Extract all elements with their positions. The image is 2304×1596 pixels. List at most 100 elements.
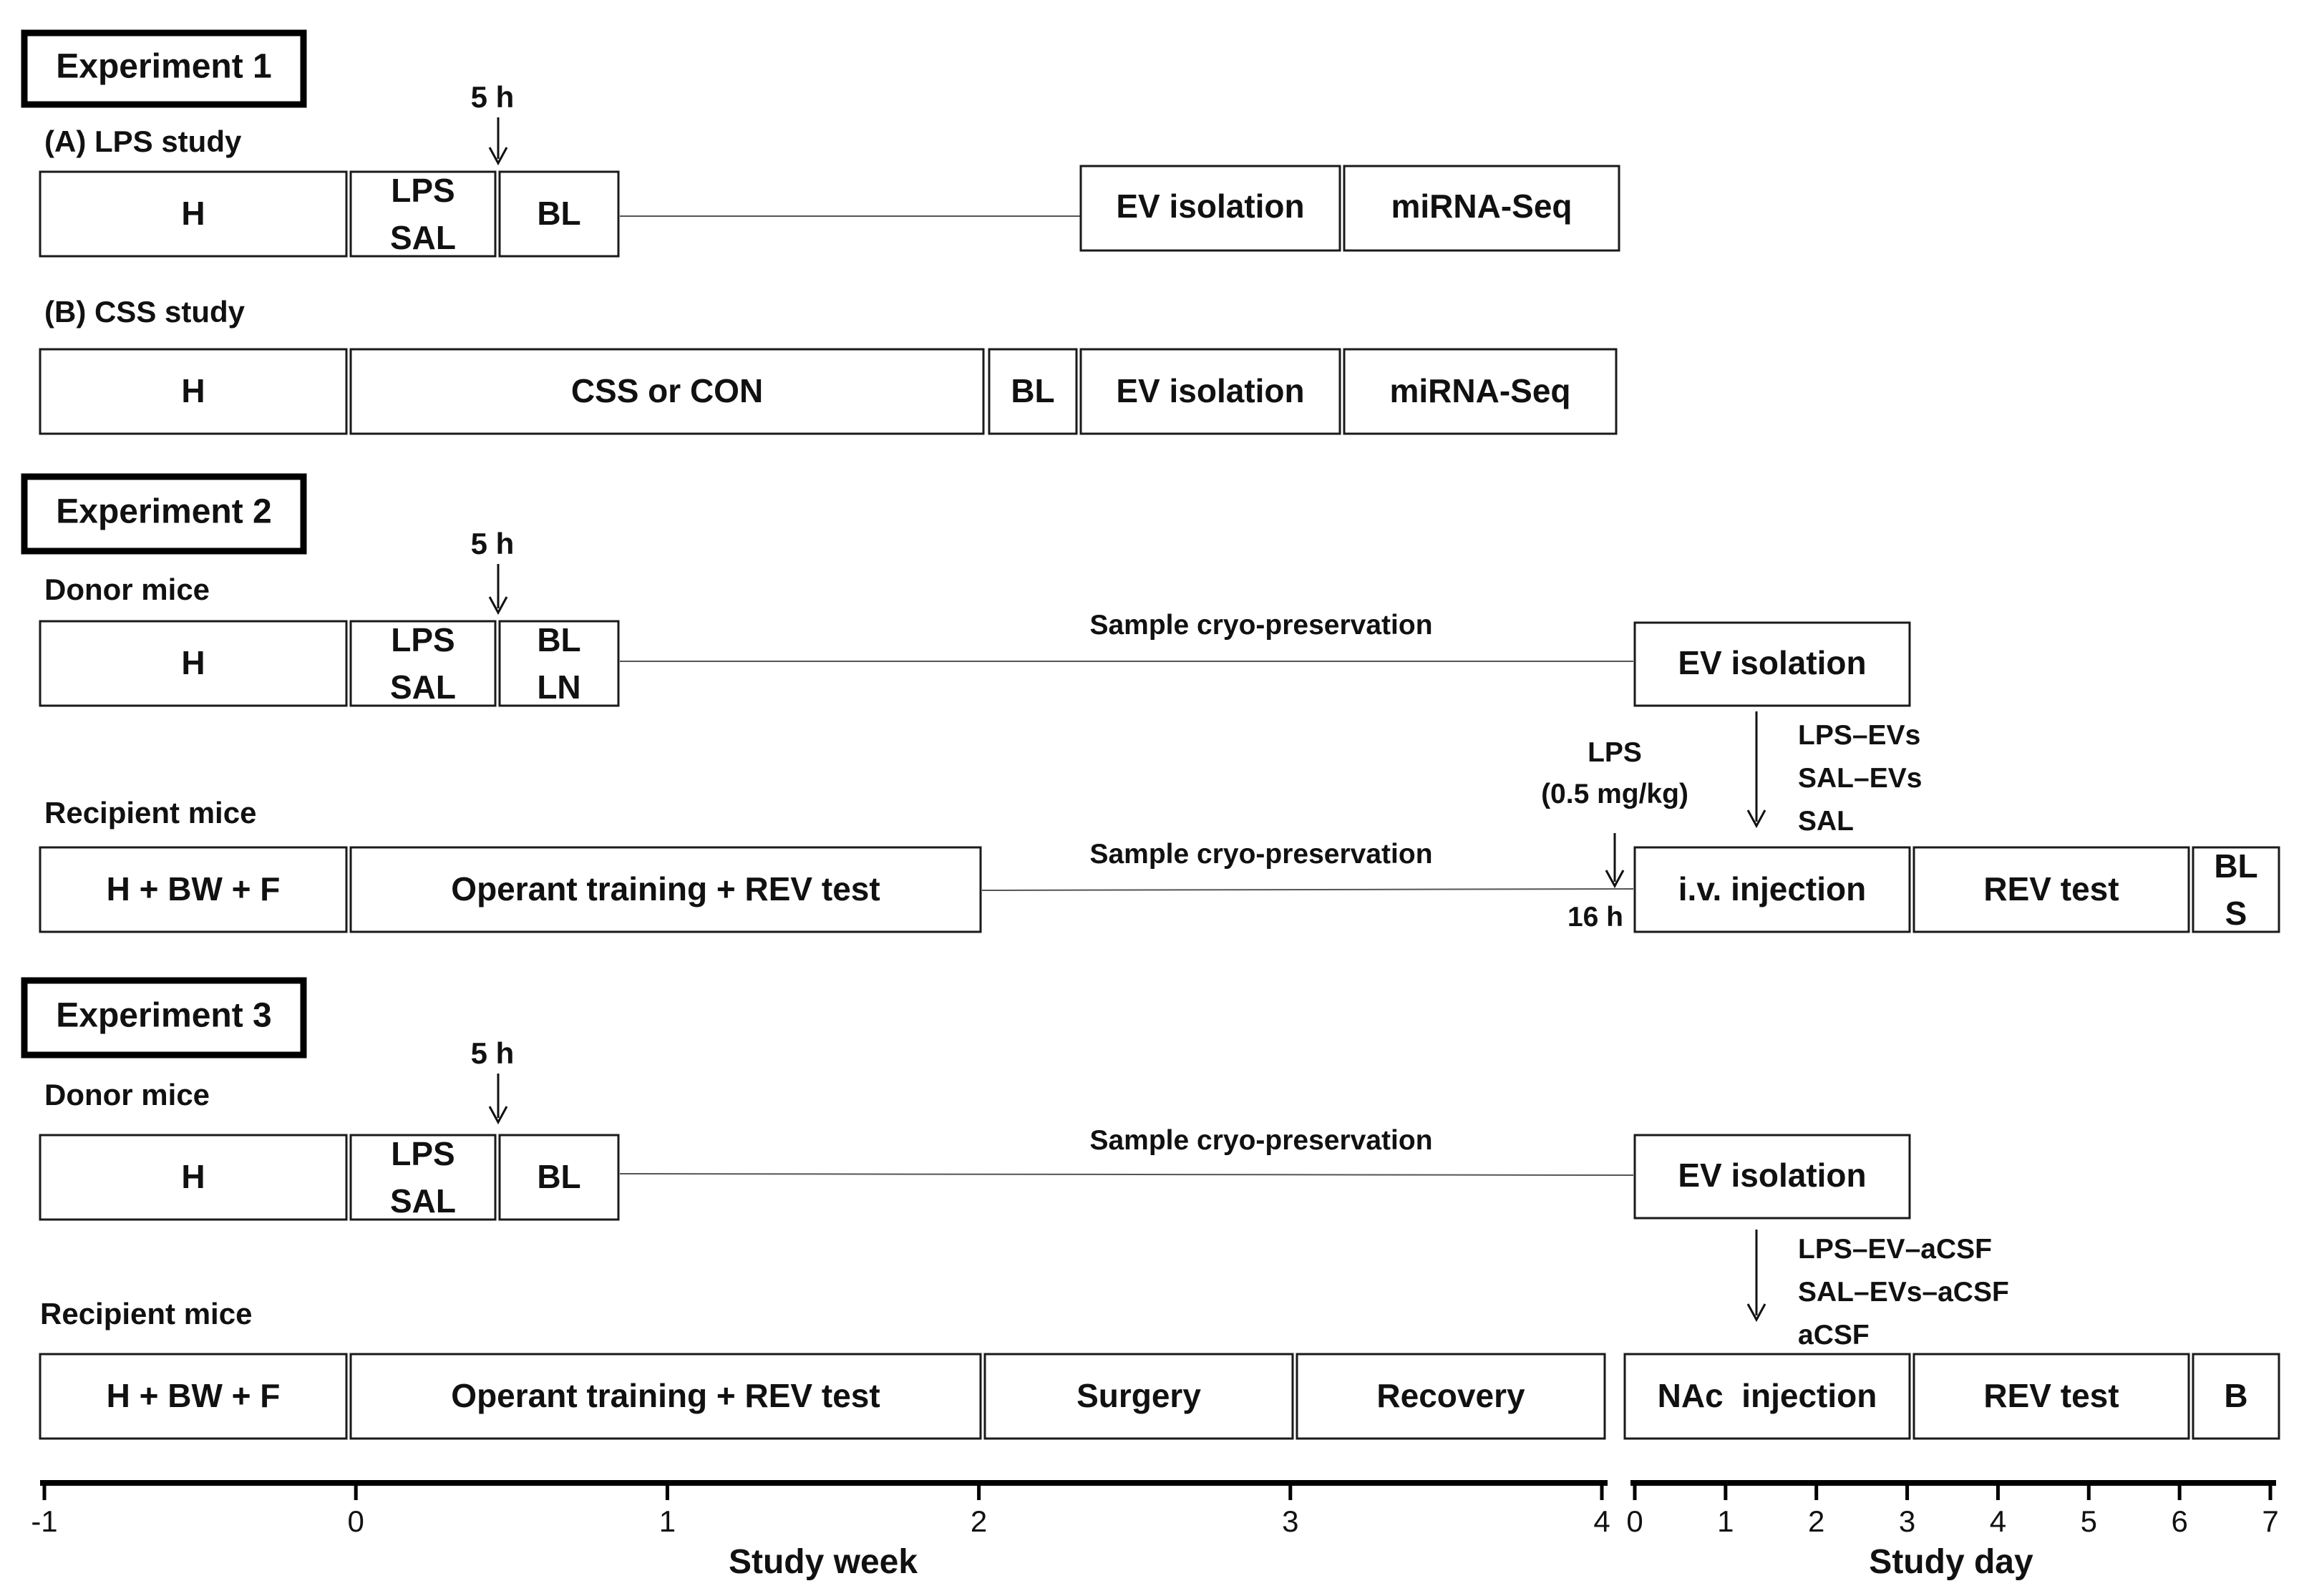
study-week-tick-label: -1 [31, 1504, 57, 1538]
exp3-donor-lps: LPS [391, 1135, 455, 1172]
exp3-recipient-h-bw-f: H + BW + F [107, 1377, 281, 1414]
exp3-transfer-label-3: aCSF [1798, 1320, 1870, 1351]
exp3-recipient-label: Recipient mice [40, 1297, 252, 1330]
lps-study-mirna-seq-box [1343, 165, 1620, 252]
experiment-3: Experiment 3 5 h Donor mice H LPS SAL BL… [21, 977, 2280, 1440]
exp2-donor-5h-label: 5 h [471, 527, 515, 560]
css-study-css-or-con-box [349, 348, 985, 435]
study-week-tick-label: 0 [348, 1504, 364, 1538]
exp3-donor-h-box [39, 1134, 348, 1221]
exp3-donor-row: H LPS SAL BL Sample cryo-preservation EV… [39, 1125, 1911, 1221]
exp2-donor-treatment-box [349, 620, 497, 707]
study-day-tick-label: 5 [2081, 1504, 2097, 1538]
exp3-donor-5h-arrowhead [488, 1106, 508, 1125]
exp2-recipient-operant-box [349, 846, 982, 933]
study-day-ticks: 0 1 2 3 4 5 6 7 [1626, 1483, 2279, 1538]
lps-study-lps: LPS [391, 172, 455, 209]
css-study-h-box [39, 348, 348, 435]
exp3-donor-treatment-box [349, 1134, 497, 1221]
exp2-recipient-iv-injection-box [1633, 846, 1911, 933]
exp3-donor-connector [619, 1173, 1634, 1176]
css-study-label: (B) CSS study [44, 295, 246, 329]
exp3-recipient-row: H + BW + F Operant training + REV test S… [39, 1353, 2280, 1440]
exp3-donor-5h-label: 5 h [471, 1036, 515, 1070]
lps-study-bl: BL [537, 195, 580, 232]
exp2-donor-row: H LPS SAL BL LN Sample cryo-preservation… [39, 610, 1911, 707]
exp3-donor-h: H [181, 1158, 205, 1195]
lps-study-5h-label: 5 h [471, 80, 515, 114]
css-study-mirna-seq: miRNA-Seq [1389, 372, 1570, 409]
exp2-transfer-label-2: SAL–EVs [1798, 763, 1922, 794]
study-day-tick-label: 6 [2171, 1504, 2187, 1538]
exp3-recipient-recovery: Recovery [1376, 1377, 1525, 1414]
lps-study-bl-box [498, 170, 620, 258]
exp3-recipient-surgery: Surgery [1076, 1377, 1201, 1414]
experiment-2-header: Experiment 2 [56, 493, 271, 531]
exp3-recipient-operant: Operant training + REV test [451, 1377, 880, 1414]
study-day-tick-label: 7 [2262, 1504, 2278, 1538]
study-week-tick-label: 3 [1282, 1504, 1298, 1538]
exp3-recipient-surgery-box [983, 1353, 1294, 1440]
lps-study-ev-isolation: EV isolation [1116, 188, 1304, 225]
exp2-donor-cryo-label: Sample cryo-preservation [1089, 610, 1432, 641]
study-day-tick-label: 2 [1808, 1504, 1824, 1538]
css-study-mirna-seq-box [1343, 348, 1618, 435]
exp3-donor-ev-isolation-box [1633, 1134, 1911, 1220]
lps-study-5h-arrowhead [488, 147, 508, 166]
study-day-tick-label: 0 [1626, 1504, 1643, 1538]
css-study-css-or-con: CSS or CON [571, 372, 763, 409]
exp2-recipient-h-bw-f: H + BW + F [107, 870, 281, 908]
exp3-transfer-arrowhead [1746, 1303, 1766, 1323]
study-week-axis-label: Study week [729, 1543, 918, 1581]
exp2-recipient-s: S [2225, 895, 2247, 932]
exp2-lps-dose-line-1: LPS [1588, 737, 1642, 768]
exp2-donor-ev-isolation-box [1633, 621, 1911, 707]
exp2-donor-bl-ln-box [498, 620, 620, 707]
exp2-recipient-iv-injection: i.v. injection [1678, 870, 1866, 908]
exp3-donor-ev-isolation: EV isolation [1678, 1157, 1866, 1194]
lps-study-sal: SAL [390, 219, 456, 256]
lps-study-label: (A) LPS study [44, 125, 242, 158]
study-day-tick-label: 1 [1717, 1504, 1734, 1538]
study-day-axis: 0 1 2 3 4 5 6 7 Study day [1626, 1480, 2279, 1581]
exp3-recipient-nac-injection: NAc injection [1658, 1377, 1877, 1414]
exp2-recipient-bl: BL [2214, 847, 2257, 885]
css-study-h: H [181, 372, 205, 409]
study-day-tick-label: 4 [1990, 1504, 2006, 1538]
lps-study-h-box [39, 170, 348, 258]
exp2-donor-h-box [39, 620, 348, 707]
exp2-donor-ln: LN [537, 668, 580, 706]
experiment-2-header-box [21, 473, 307, 555]
lps-study-mirna-seq: miRNA-Seq [1391, 188, 1572, 225]
study-day-tick-label: 3 [1899, 1504, 1915, 1538]
exp2-recipient-label: Recipient mice [44, 796, 256, 829]
exp3-recipient-rev-test: REV test [1983, 1377, 2119, 1414]
css-study-ev-isolation-box [1079, 348, 1341, 435]
study-day-axis-label: Study day [1869, 1543, 2033, 1581]
exp2-recipient-operant: Operant training + REV test [451, 870, 880, 908]
study-week-tick-label: 1 [659, 1504, 676, 1538]
exp2-donor-h: H [181, 644, 205, 681]
experiment-1: Experiment 1 5 h (A) LPS study H LPS SAL… [21, 29, 1620, 435]
exp2-donor-ev-isolation: EV isolation [1678, 644, 1866, 681]
exp3-donor-sal: SAL [390, 1182, 456, 1220]
experiment-2: Experiment 2 5 h Donor mice H LPS SAL BL… [21, 473, 2280, 933]
experiment-1-header: Experiment 1 [56, 48, 271, 86]
lps-study-row: H LPS SAL BL EV isolation miRNA-Seq [39, 165, 1620, 258]
exp3-transfer-label-1: LPS–EV–aCSF [1798, 1234, 1992, 1265]
exp3-donor-label: Donor mice [44, 1078, 210, 1111]
exp2-recipient-16h-label: 16 h [1567, 902, 1623, 933]
experiment-3-header: Experiment 3 [56, 997, 271, 1035]
exp2-transfer-label-3: SAL [1798, 806, 1854, 837]
experiment-1-header-box [21, 29, 307, 108]
exp2-donor-lps: LPS [391, 621, 455, 658]
exp3-recipient-nac-injection-box [1623, 1353, 1911, 1440]
exp3-recipient-b: B [2224, 1377, 2247, 1414]
exp3-recipient-b-box [2192, 1353, 2280, 1440]
css-study-ev-isolation: EV isolation [1116, 372, 1304, 409]
exp2-recipient-connector [981, 888, 1634, 891]
exp2-transfer-label-1: LPS–EVs [1798, 720, 1920, 751]
exp2-donor-5h-arrowhead [488, 596, 508, 615]
exp2-recipient-bl-s-box [2192, 846, 2280, 933]
